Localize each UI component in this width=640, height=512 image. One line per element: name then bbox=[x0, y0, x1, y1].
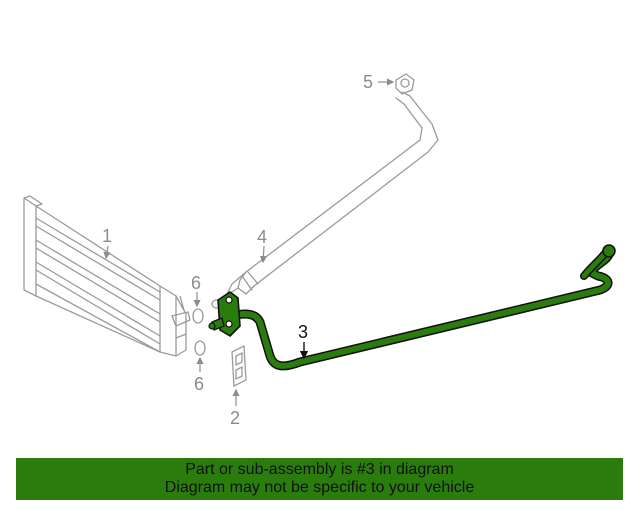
part-info-banner: Part or sub-assembly is #3 in diagram Di… bbox=[16, 458, 623, 500]
diagram-disclaimer: Diagram may not be specific to your vehi… bbox=[164, 479, 475, 496]
oil-cooler-part[interactable] bbox=[23, 195, 191, 357]
seal-lower-part[interactable] bbox=[194, 340, 206, 356]
callout-6-lower: 6 bbox=[194, 374, 204, 394]
tube-part[interactable] bbox=[211, 91, 439, 311]
bracket-part[interactable] bbox=[231, 344, 247, 388]
callout-4: 4 bbox=[257, 227, 267, 247]
callout-3: 3 bbox=[298, 322, 308, 342]
leader-1 bbox=[103, 245, 111, 260]
cooler-line-part[interactable] bbox=[208, 244, 616, 371]
callout-1: 1 bbox=[102, 226, 112, 246]
part-info-line: Part or sub-assembly is #3 in diagram bbox=[185, 461, 454, 478]
seal-upper-part[interactable] bbox=[192, 308, 204, 324]
leader-4 bbox=[259, 245, 267, 264]
callout-5: 5 bbox=[363, 72, 373, 92]
connector-part[interactable] bbox=[395, 73, 415, 95]
callout-2: 2 bbox=[230, 408, 240, 428]
callout-6-upper: 6 bbox=[191, 273, 201, 293]
